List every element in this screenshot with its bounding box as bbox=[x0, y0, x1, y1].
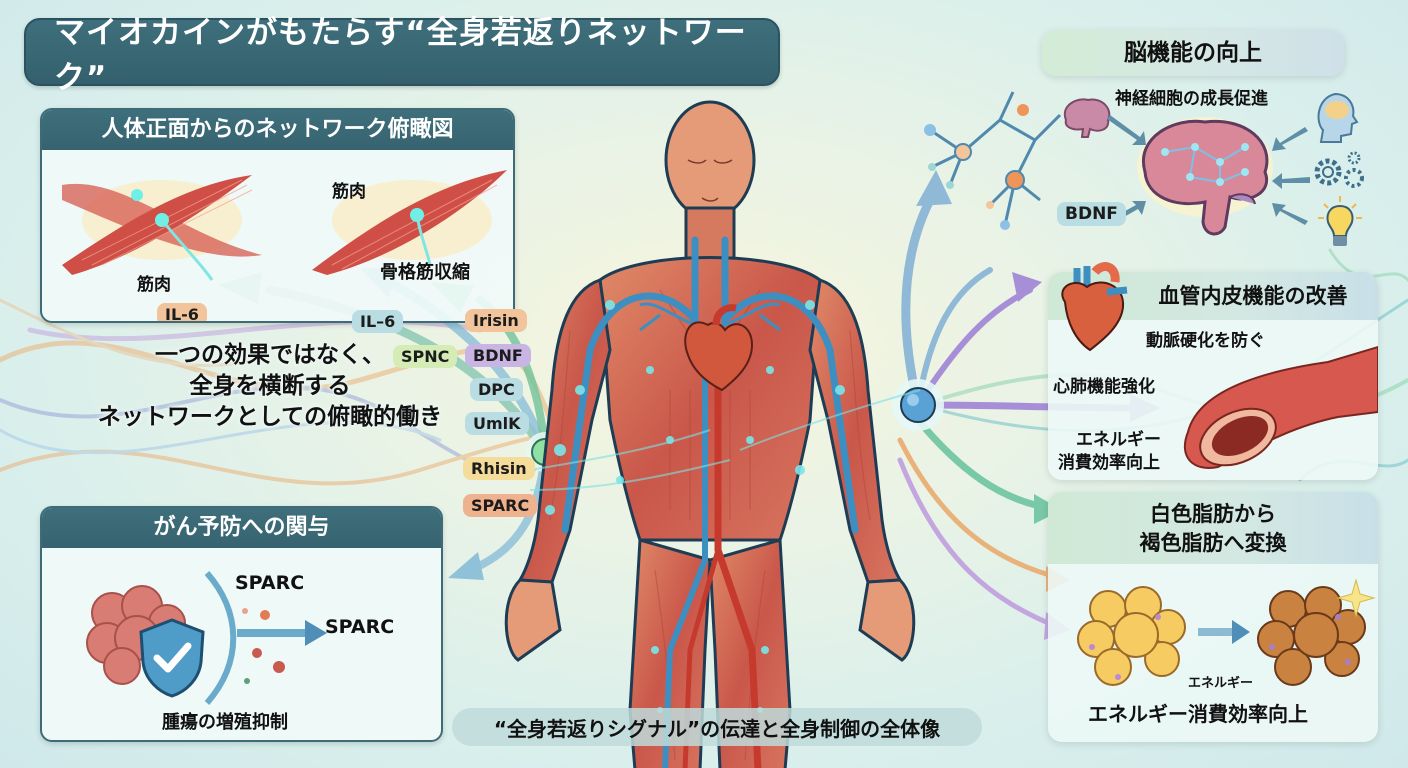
brown-fat-cells-icon bbox=[1257, 586, 1366, 686]
fat-conversion-panel: 白色脂肪から 褐色脂肪へ変換 エネルギー エネルギー消費効率向上 bbox=[1048, 492, 1378, 742]
barrier-arc bbox=[204, 571, 237, 705]
pill-dpc: DPC bbox=[470, 378, 523, 401]
pill-umlk: UmlK bbox=[465, 412, 529, 435]
gears-icon bbox=[1314, 151, 1364, 188]
statement-line-3: ネットワークとしての俯瞰的働き bbox=[97, 404, 443, 430]
heart-icon bbox=[684, 304, 754, 392]
fat-panel-heading: 白色脂肪から 褐色脂肪へ変換 bbox=[1048, 492, 1378, 564]
overview-caption: “全身若返りシグナル”の伝達と全身制御の全体像 bbox=[452, 708, 982, 746]
arrow-right-icon bbox=[1198, 620, 1250, 644]
pill-irisin: Irisin bbox=[465, 309, 527, 332]
pill-spnc: SPNC bbox=[393, 345, 458, 368]
statement-line-1: 一つの効果ではなく、 bbox=[155, 342, 385, 368]
il6-pill-left: IL-6 bbox=[157, 303, 207, 321]
white-fat-cells-icon bbox=[1077, 586, 1186, 686]
pill-bdnf: BDNF bbox=[465, 344, 531, 367]
statement-line-2: 全身を横断する bbox=[189, 373, 351, 399]
head-profile-icon bbox=[1317, 92, 1359, 143]
pill-sparc: SPARC bbox=[463, 494, 538, 517]
energy-label-2: 消費効率向上 bbox=[1058, 453, 1160, 473]
arteriosclerosis-label: 動脈硬化を防ぐ bbox=[1146, 331, 1265, 351]
overview-panel: 人体正面からのネットワーク俯瞰図 筋肉 筋肉 骨格筋収縮 IL-6 bbox=[40, 108, 515, 323]
fat-heading-line-1: 白色脂肪から bbox=[1150, 502, 1276, 526]
lightbulb-icon bbox=[1318, 196, 1362, 246]
signal-particles bbox=[242, 608, 285, 684]
cancer-panel-heading: がん予防への関与 bbox=[42, 508, 441, 548]
energy-label-1: エネルギー bbox=[1076, 430, 1161, 450]
network-statement: 一つの効果ではなく、 全身を横断する ネットワークとしての俯瞰的働き bbox=[70, 340, 470, 433]
neuron-growth-label: 神経細胞の成長促進 bbox=[1115, 89, 1268, 109]
bdnf-pill-brain: BDNF bbox=[1057, 202, 1126, 226]
energy-efficiency-label: エネルギー消費効率向上 bbox=[1088, 702, 1308, 726]
fat-heading-line-2: 褐色脂肪へ変換 bbox=[1139, 531, 1287, 555]
shield-check-icon bbox=[139, 618, 205, 698]
muscle-right-label: 筋肉 bbox=[332, 182, 366, 202]
overview-panel-heading: 人体正面からのネットワーク俯瞰図 bbox=[42, 110, 513, 150]
brain-arrows bbox=[1107, 115, 1310, 225]
pill-rhisin: Rhisin bbox=[463, 457, 535, 480]
human-anatomy-figure bbox=[504, 100, 921, 768]
sparc-right-label: SPARC bbox=[325, 616, 395, 638]
sparc-top-label: SPARC bbox=[235, 572, 305, 594]
blood-vessel-icon bbox=[1183, 345, 1378, 469]
main-title: マイオカインがもたらす“全身若返りネットワーク” bbox=[24, 15, 780, 96]
brain-network-icon bbox=[1137, 117, 1273, 236]
muscle-right-illustration bbox=[312, 170, 507, 275]
sparkle-icon bbox=[1336, 578, 1376, 618]
muscle-left-illustration bbox=[62, 175, 262, 281]
contraction-label: 骨格筋収縮 bbox=[380, 262, 470, 283]
energy-small-label: エネルギー bbox=[1188, 676, 1254, 691]
muscle-left-label: 筋肉 bbox=[137, 275, 171, 295]
brain-small-icon bbox=[1063, 98, 1111, 138]
arrow-right-icon bbox=[237, 620, 327, 646]
cancer-prevention-panel: がん予防への関与 SPARC SPARC 腫瘍の増殖抑制 bbox=[40, 506, 443, 742]
heart-icon bbox=[1061, 262, 1128, 352]
brain-panel-heading: 脳機能の向上 bbox=[1124, 40, 1262, 66]
tumor-suppression-label: 腫瘍の増殖抑制 bbox=[162, 712, 288, 733]
cardio-label: 心肺機能強化 bbox=[1053, 377, 1155, 397]
brain-heading-box: 脳機能の向上 bbox=[1042, 30, 1344, 76]
pill-il6: IL–6 bbox=[352, 310, 404, 333]
